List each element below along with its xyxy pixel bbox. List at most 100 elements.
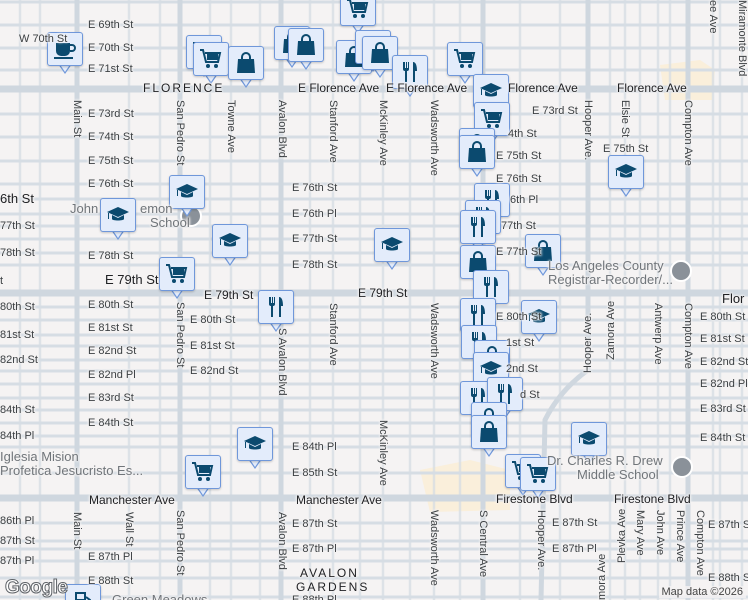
marker-pointer [181,206,193,215]
cart-icon [200,49,222,68]
school-marker[interactable] [374,228,410,272]
gas-icon [75,592,91,600]
school-icon [176,184,198,198]
marker-pointer [300,59,312,68]
school-marker[interactable] [237,427,273,471]
marker-body [47,32,83,66]
bag-marker[interactable] [525,234,561,278]
marker-body [447,42,483,76]
marker-body [459,135,495,169]
marker-body [392,55,428,89]
marker-body [474,102,510,136]
marker-pointer [352,23,364,32]
marker-body [258,290,294,324]
school-badge[interactable] [671,456,693,478]
marker-pointer [205,73,217,82]
marker-body [374,228,410,262]
marker-pointer [348,71,360,80]
marker-body [571,422,607,456]
cart-marker[interactable] [159,257,195,301]
marker-body [288,28,324,62]
restaurant-icon [498,384,512,404]
gas-marker[interactable] [65,584,101,600]
marker-body [212,224,248,258]
restaurant-icon [471,217,485,237]
marker-pointer [249,458,261,467]
marker-body [65,584,101,600]
marker-pointer [270,321,282,330]
cart-marker[interactable] [193,42,229,86]
bag-marker[interactable] [459,135,495,179]
hooper-ave-road [538,0,591,600]
marker-body [193,42,229,76]
google-logo: Google [4,577,68,599]
marker-body [525,234,561,268]
marker-body [169,175,205,209]
bag-icon [469,251,487,272]
school-icon [480,83,502,97]
marker-pointer [59,63,71,72]
school-marker[interactable] [212,224,248,268]
marker-pointer [197,486,209,495]
school-marker[interactable] [169,175,205,219]
school-icon [480,361,502,375]
school-icon [578,431,600,445]
school-marker[interactable] [571,422,607,466]
bag-icon [480,421,498,442]
school-icon [107,207,129,221]
cart-icon [454,49,476,68]
cart-marker[interactable] [185,455,221,499]
cart-icon [527,464,549,483]
school-marker[interactable] [608,155,644,199]
bag-marker[interactable] [471,415,507,459]
marker-body [460,210,496,244]
cart-icon [192,462,214,481]
coffee-marker[interactable] [47,32,83,76]
marker-pointer [583,453,595,462]
marker-body [100,198,136,232]
bag-icon [468,141,486,162]
marker-body [520,457,556,491]
restaurant-icon [403,62,417,82]
marker-body [521,300,557,334]
school-icon [528,309,550,323]
cart-marker[interactable] [520,457,556,501]
restaurant-icon [484,277,498,297]
school-icon [244,436,266,450]
marker-pointer [404,86,416,95]
school-marker[interactable] [521,300,557,344]
bag-icon [297,34,315,55]
marker-body [340,0,376,26]
school-icon [219,233,241,247]
marker-pointer [533,331,545,340]
bag-marker[interactable] [288,28,324,72]
map-data-credit[interactable]: Map data ©2026 [658,586,746,598]
marker-body [185,455,221,489]
restaurant-icon [471,305,485,325]
marker-body [228,46,264,80]
restaurant-marker[interactable] [258,290,294,334]
marker-pointer [532,488,544,497]
marker-pointer [386,259,398,268]
marker-pointer [459,73,471,82]
cart-icon [347,0,369,18]
bag-icon [534,240,552,261]
cart-marker[interactable] [340,0,376,36]
marker-pointer [171,288,183,297]
marker-pointer [483,446,495,455]
school-icon [615,164,637,178]
bag-icon [371,42,389,63]
cart-marker[interactable] [447,42,483,86]
marker-pointer [240,77,252,86]
bag-icon [237,52,255,73]
marker-body [608,155,644,189]
government-building-badge[interactable] [670,260,692,282]
bag-marker[interactable] [228,46,264,90]
marker-body [471,415,507,449]
restaurant-marker[interactable] [392,55,428,99]
marker-body [237,427,273,461]
school-marker[interactable] [100,198,136,242]
marker-pointer [112,229,124,238]
